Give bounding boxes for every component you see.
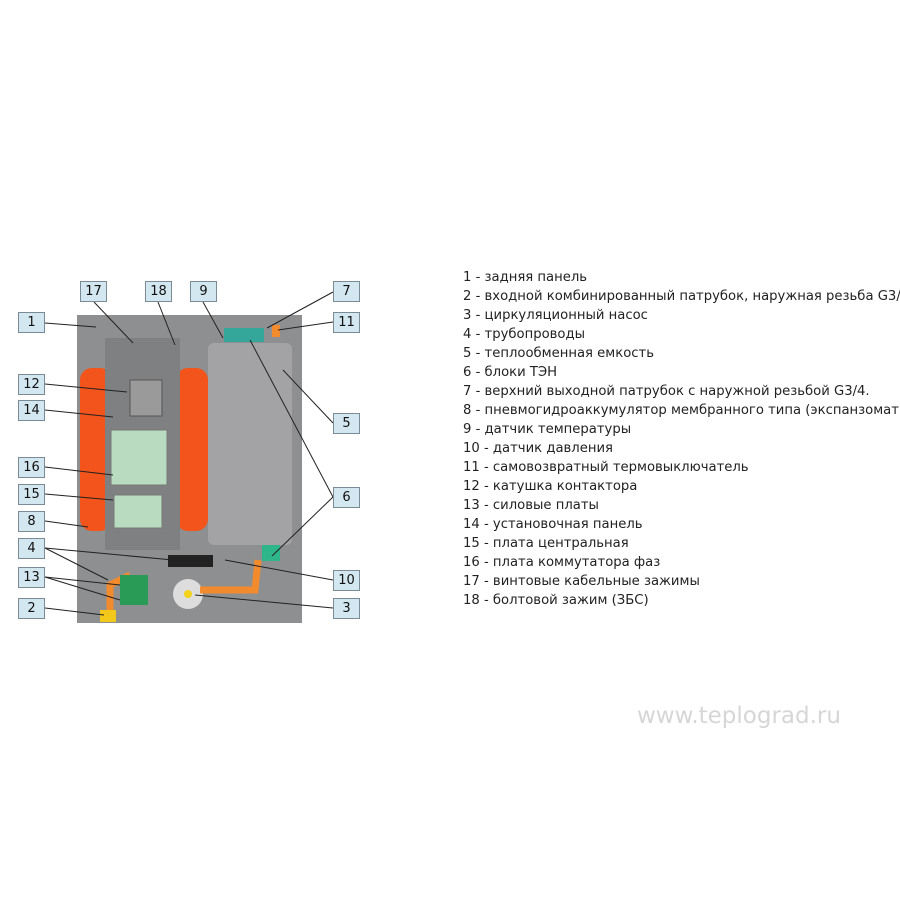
legend-item: 17 - винтовые кабельные зажимы xyxy=(463,574,700,589)
callout-9: 9 xyxy=(190,281,217,302)
legend-item: 10 - датчик давления xyxy=(463,441,613,456)
legend-item: 7 - верхний выходной патрубок с наружной… xyxy=(463,384,870,399)
callout-5: 5 xyxy=(333,413,360,434)
pressure-sensor xyxy=(168,555,213,567)
thermo-switch xyxy=(272,325,280,337)
legend-item: 12 - катушка контактора xyxy=(463,479,638,494)
callout-7: 7 xyxy=(333,281,360,302)
leader-lines xyxy=(44,291,334,616)
bottom-ten-block xyxy=(262,545,280,561)
callout-4: 4 xyxy=(18,538,45,559)
legend-item: 15 - плата центральная xyxy=(463,536,629,551)
parts-legend: 1 - задняя панель 2 - входной комбиниров… xyxy=(463,268,900,610)
callout-17: 17 xyxy=(80,281,107,302)
legend-item: 18 - болтовой зажим (ЗБС) xyxy=(463,593,649,608)
callout-6: 6 xyxy=(333,487,360,508)
legend-item: 13 - силовые платы xyxy=(463,498,599,513)
watermark: www.teplograd.ru xyxy=(637,703,841,729)
callout-12: 12 xyxy=(18,374,45,395)
callout-16: 16 xyxy=(18,457,45,478)
phase-board xyxy=(110,429,168,486)
legend-item: 14 - установочная панель xyxy=(463,517,643,532)
callout-8: 8 xyxy=(18,511,45,532)
left-expansion-tank xyxy=(80,368,112,531)
legend-item: 11 - самовозвратный термовыключатель xyxy=(463,460,749,475)
legend-item: 4 - трубопроводы xyxy=(463,327,586,342)
legend-item: 1 - задняя панель xyxy=(463,270,588,285)
central-board xyxy=(113,494,163,529)
legend-item: 6 - блоки ТЭН xyxy=(463,365,558,380)
power-boards xyxy=(120,575,148,605)
legend-item: 9 - датчик температуры xyxy=(463,422,632,437)
legend-item: 5 - теплообменная емкость xyxy=(463,346,654,361)
legend-item: 2 - входной комбинированный патрубок, на… xyxy=(463,289,900,304)
callout-3: 3 xyxy=(333,598,360,619)
callout-2: 2 xyxy=(18,598,45,619)
callout-13: 13 xyxy=(18,567,45,588)
callout-11: 11 xyxy=(333,312,360,333)
legend-item: 16 - плата коммутатора фаз xyxy=(463,555,661,570)
callout-1: 1 xyxy=(18,312,45,333)
legend-item: 8 - пневмогидроаккумулятор мембранного т… xyxy=(463,403,900,418)
inlet-fitting xyxy=(100,610,116,622)
legend-item: 3 - циркуляционный насос xyxy=(463,308,648,323)
right-expansion-tank xyxy=(176,368,208,531)
callout-10: 10 xyxy=(333,570,360,591)
callout-14: 14 xyxy=(18,400,45,421)
top-outlet xyxy=(224,328,264,342)
callout-18: 18 xyxy=(145,281,172,302)
heat-exchanger-cylinder xyxy=(208,343,292,545)
callout-15: 15 xyxy=(18,484,45,505)
contactor xyxy=(129,379,163,417)
pump-center xyxy=(184,590,192,598)
